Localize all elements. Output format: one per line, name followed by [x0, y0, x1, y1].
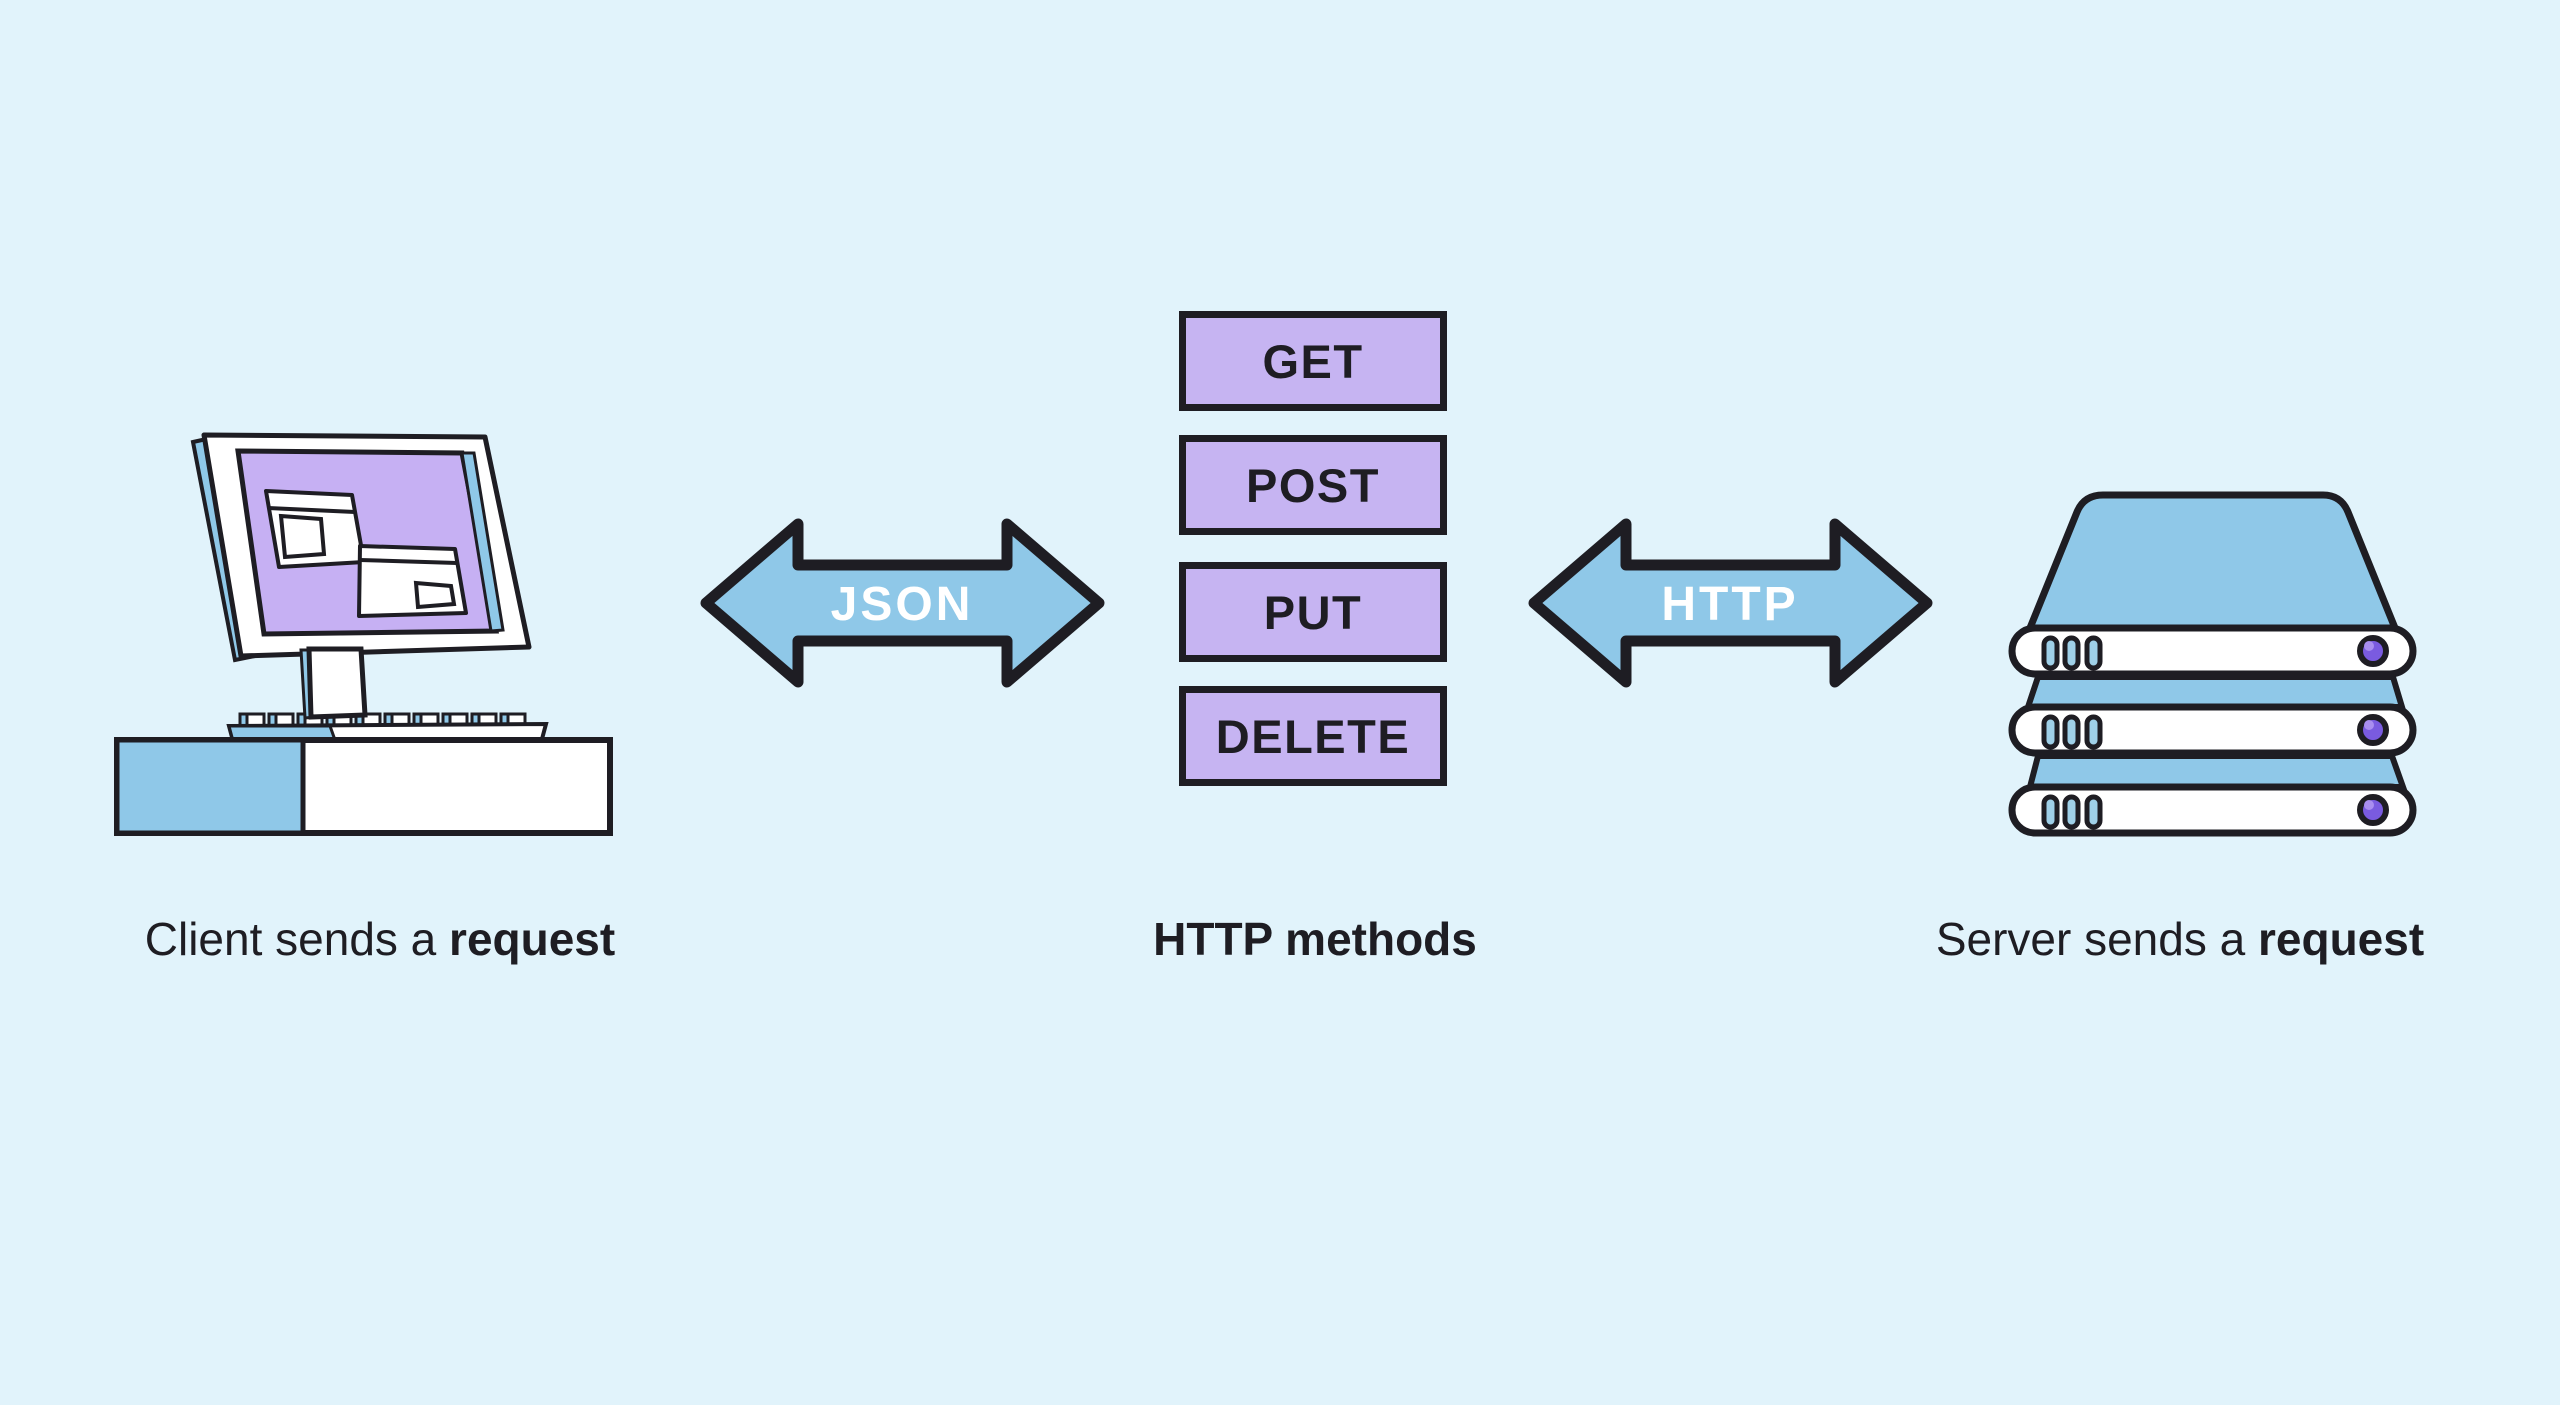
- vent-slot-icon: [2084, 794, 2103, 830]
- server-rack-unit-3: [2008, 783, 2417, 837]
- method-label: PUT: [1263, 585, 1363, 639]
- client-caption-bold: request: [449, 913, 616, 965]
- json-arrow-label: JSON: [831, 578, 974, 631]
- vent-slot-icon: [2041, 714, 2060, 750]
- led-indicator-icon: [2357, 635, 2389, 667]
- http-arrow-label: HTTP: [1661, 578, 1798, 631]
- server-caption-bold: request: [2258, 913, 2425, 965]
- monitor-icon: [190, 432, 532, 663]
- vent-slot-icon: [2084, 714, 2103, 750]
- vent-slot-icon: [2062, 635, 2081, 671]
- json-double-arrow-icon: JSON: [700, 518, 1105, 688]
- http-double-arrow-icon: HTTP: [1528, 518, 1933, 688]
- client-caption-regular: Client sends a: [144, 913, 450, 965]
- monitor-stand: [299, 646, 368, 720]
- method-box-post: POST: [1179, 435, 1447, 535]
- led-indicator-icon: [2357, 714, 2389, 746]
- server-caption-regular: Server sends a: [1935, 913, 2258, 965]
- computer-base: [114, 737, 613, 836]
- methods-caption-text: HTTP methods: [1153, 913, 1477, 965]
- vent-slot-icon: [2084, 635, 2103, 671]
- vent-slot-icon: [2041, 635, 2060, 671]
- screen-window-2: [357, 544, 468, 618]
- server-top: [2026, 491, 2399, 632]
- server-rack-unit-1: [2008, 624, 2417, 678]
- led-highlight: [2364, 641, 2374, 651]
- vent-slot-icon: [2062, 794, 2081, 830]
- server-low-band: [2026, 753, 2408, 790]
- methods-caption: HTTP methods: [1120, 908, 1510, 970]
- server-rack-unit-2: [2008, 703, 2417, 757]
- server-caption: Server sends a request: [1900, 908, 2460, 970]
- method-label: DELETE: [1215, 709, 1411, 763]
- vent-slot-icon: [2041, 794, 2060, 830]
- screen-window-1: [264, 489, 366, 569]
- method-box-delete: DELETE: [1179, 686, 1447, 786]
- client-computer-illustration: [114, 432, 613, 836]
- led-indicator-icon: [2357, 794, 2389, 826]
- client-caption: Client sends a request: [100, 908, 660, 970]
- server-mid-band: [2023, 674, 2407, 710]
- method-label: POST: [1246, 458, 1380, 512]
- led-highlight: [2364, 800, 2374, 810]
- vent-slot-icon: [2062, 714, 2081, 750]
- method-box-put: PUT: [1179, 562, 1447, 662]
- method-label: GET: [1262, 334, 1364, 388]
- led-highlight: [2364, 720, 2374, 730]
- server-stack-illustration: [2008, 491, 2417, 837]
- method-box-get: GET: [1179, 311, 1447, 411]
